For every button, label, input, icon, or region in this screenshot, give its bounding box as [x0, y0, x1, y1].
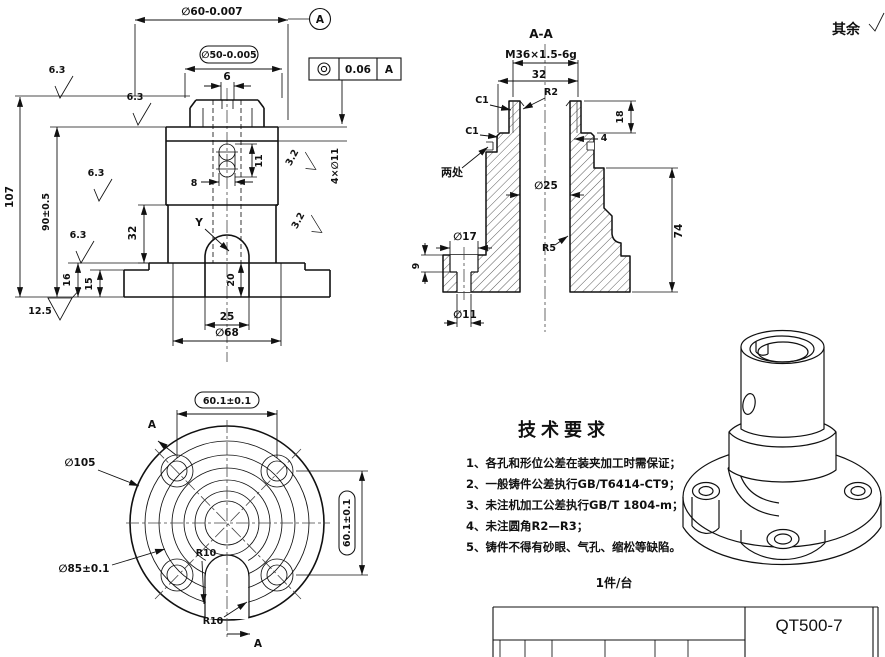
technical-requirements: 技术要求 1、各孔和形位公差在装夹加工时需保证； 2、一般铸件公差执行GB/T6…: [466, 419, 684, 590]
roughness-6-3: 6.3: [49, 65, 66, 76]
dim-90: 90±0.5: [41, 193, 52, 231]
datum-balloon: [308, 7, 332, 31]
front-detail-lines: [172, 100, 347, 297]
front-roughness-marks: 6.3 6.3 6.3 6.3 3.2 3.2 12.5: [28, 65, 328, 321]
roughness-3-2: 3.2: [290, 211, 308, 231]
sec-dim-32: 32: [532, 69, 547, 81]
sec-dim-4: 4: [601, 133, 608, 144]
bottom-view: 60.1±0.1 60.1±0.1 ∅105 ∅85±0.1 R10 R10 A…: [58, 391, 368, 650]
front-slot-hole-bottom: [218, 160, 236, 178]
front-view: ∅60-0.007 A ∅50-0.005 6 0.06 A: [4, 6, 402, 362]
two-places-note: 两处: [441, 165, 464, 179]
roughness-3-2: 3.2: [284, 148, 302, 168]
front-slot-hole-top: [218, 143, 236, 161]
dim-60-1-v: 60.1±0.1: [342, 499, 353, 547]
dim-6: 6: [223, 71, 230, 83]
sec-dim-d11: ∅11: [453, 309, 477, 321]
roughness-icon: [868, 12, 885, 32]
tech-req-item: 5、铸件不得有砂眼、气孔、缩松等缺陷。: [466, 540, 681, 554]
section-dimensions: M36×1.5-6g 32 R2 C1 C1 两处 ∅25 R5 18 4: [411, 49, 685, 327]
sec-r2: R2: [544, 87, 558, 98]
dim-11: 11: [254, 154, 265, 167]
fcf-tolerance: 0.06: [345, 64, 371, 76]
datum-balloon-label: A: [316, 14, 325, 26]
sec-c1: C1: [475, 95, 489, 106]
dim-107: 107: [4, 186, 16, 208]
section-view: A-A M36×1.5-6g 32 R2 C1 C1 两处: [411, 27, 685, 332]
dim-d60: ∅60-0.007: [181, 6, 242, 18]
fcf-datum: A: [385, 64, 394, 76]
dim-20: 20: [226, 273, 237, 287]
holes-count-note: 4×∅11: [330, 148, 341, 184]
ref-dim-frame: [199, 45, 259, 64]
sec-dim-74: 74: [673, 224, 685, 239]
roughness-12-5: 12.5: [28, 306, 51, 317]
dim-d105: ∅105: [65, 457, 96, 469]
roughness-icon: [132, 102, 152, 126]
part-code: QT500-7: [775, 616, 842, 635]
section-label-a: A: [148, 419, 157, 431]
dim-d85: ∅85±0.1: [58, 563, 109, 575]
roughness-6-3: 6.3: [88, 168, 105, 179]
feature-control-frame: 0.06 A: [308, 57, 402, 124]
bottom-dimensions: 60.1±0.1 60.1±0.1 ∅105 ∅85±0.1 R10 R10 A…: [58, 391, 368, 650]
section-label-a: A: [254, 638, 263, 650]
dim-25: 25: [220, 311, 235, 323]
dim-8: 8: [191, 178, 198, 189]
roughness-icon: [54, 75, 74, 99]
iso-view: [682, 329, 882, 566]
dim-32: 32: [127, 226, 139, 241]
sec-c1: C1: [465, 126, 479, 137]
roughness-6-3: 6.3: [70, 230, 87, 241]
roughness-3-2-group: 3.2: [284, 148, 322, 174]
tech-req-title: 技术要求: [518, 419, 610, 441]
general-roughness-note: 其余: [832, 12, 885, 38]
radius-r10: R10: [196, 548, 217, 559]
section-title: A-A: [529, 27, 553, 41]
roughness-3-2-group: 3.2: [290, 211, 328, 237]
tech-req-item: 1、各孔和形位公差在装夹加工时需保证；: [466, 456, 681, 470]
sec-dim-d25: ∅25: [534, 180, 558, 192]
dim-d50: ∅50-0.005: [201, 50, 256, 61]
dim-15: 15: [84, 277, 95, 290]
side-hole: [742, 393, 756, 415]
section-left-wall: [442, 100, 521, 293]
sec-dim-18: 18: [615, 110, 626, 124]
sec-dim-d17: ∅17: [453, 231, 477, 243]
section-right-wall: [569, 100, 631, 293]
roughness-triangle-icon: [47, 287, 82, 321]
bolt-holes: [160, 454, 294, 592]
slot-label-y: Y: [194, 217, 203, 229]
concentricity-icon: [317, 62, 331, 76]
dim-60-1-h: 60.1±0.1: [203, 396, 251, 407]
bottom-centerlines: [126, 420, 330, 640]
tech-req-item: 3、未注机加工公差执行GB/T 1804-m；: [466, 498, 684, 512]
sec-dim-9: 9: [411, 263, 422, 270]
front-dimensions: ∅60-0.007 A ∅50-0.005 6 0.06 A: [4, 6, 402, 346]
tech-req-item: 2、一般铸件公差执行GB/T6414-CT9；: [466, 477, 680, 491]
quantity-note: 1件/台: [596, 575, 633, 590]
radius-r10: R10: [203, 616, 224, 627]
thread-spec: M36×1.5-6g: [505, 49, 577, 61]
roughness-icon: [93, 178, 113, 202]
roughness-icon: [75, 240, 95, 264]
sec-r5: R5: [542, 243, 556, 254]
dim-d68: ∅68: [215, 327, 239, 339]
tech-req-item: 4、未注圆角R2—R3；: [466, 519, 588, 533]
other-roughness-label: 其余: [832, 21, 861, 38]
dim-16: 16: [62, 273, 73, 287]
keyway-slot: [755, 341, 769, 356]
title-block: QT500-7: [492, 606, 879, 657]
roughness-6-3: 6.3: [127, 92, 144, 103]
